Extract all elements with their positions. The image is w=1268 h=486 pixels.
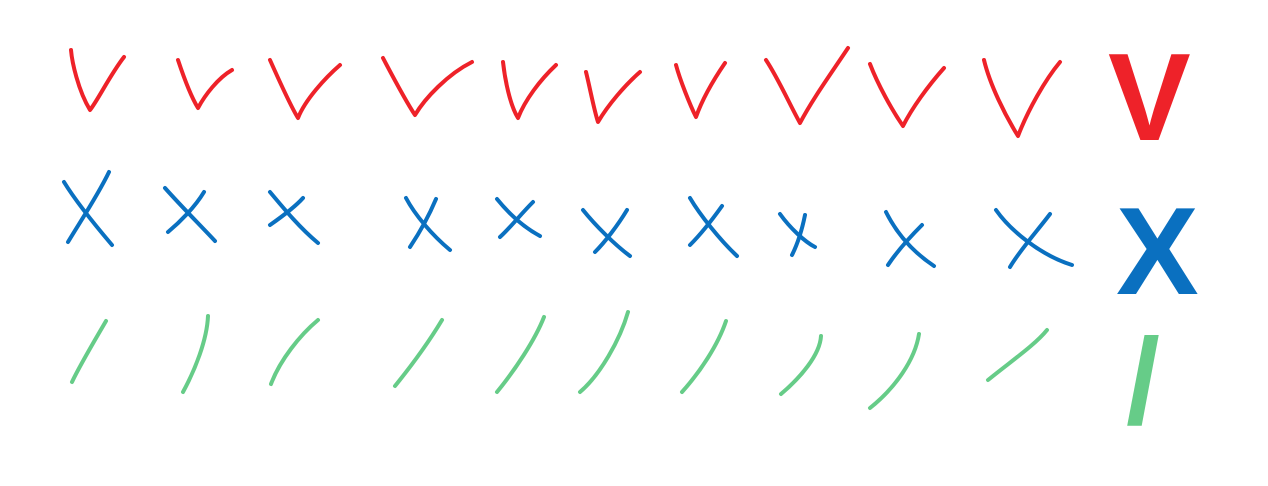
slash-stroke-7	[680, 319, 728, 394]
v-stroke-2	[176, 58, 234, 110]
x-stroke-6a	[581, 208, 632, 258]
slash-stroke-6	[578, 310, 630, 394]
slash-stroke-5	[495, 315, 546, 394]
slash-stroke-3	[269, 318, 320, 386]
slash-stroke-1	[70, 319, 108, 384]
handwritten-x-mark	[62, 170, 1074, 269]
x-stroke-5b	[498, 200, 535, 239]
v-stroke-1	[69, 48, 126, 112]
x-stroke-4b	[408, 197, 438, 249]
v-stroke-6	[584, 70, 642, 124]
slash-stroke-10	[986, 328, 1049, 382]
x-stroke-8a	[778, 212, 817, 249]
v-stroke-5	[501, 60, 558, 120]
x-stroke-2a	[163, 186, 217, 243]
x-stroke-7a	[688, 196, 739, 258]
reference-v-glyph: V	[1108, 29, 1191, 167]
x-stroke-7b	[688, 204, 724, 247]
handwritten-slash-mark	[70, 310, 1049, 410]
x-stroke-2b	[166, 190, 206, 234]
x-stroke-9b	[886, 223, 924, 267]
slash-stroke-8	[779, 334, 823, 396]
x-stroke-3a	[268, 190, 320, 245]
x-stroke-8b	[790, 213, 807, 257]
slash-stroke-2	[181, 314, 210, 394]
v-stroke-9	[868, 62, 946, 128]
slash-stroke-9	[868, 332, 921, 410]
v-stroke-10	[982, 58, 1062, 138]
v-stroke-4	[381, 56, 474, 117]
v-stroke-7	[674, 61, 727, 119]
reference-slash-glyph: /	[1126, 313, 1160, 449]
x-stroke-1b	[66, 170, 111, 244]
v-stroke-3	[268, 58, 342, 120]
x-stroke-6b	[593, 208, 629, 254]
handwritten-v-mark	[69, 46, 1062, 138]
x-stroke-10b	[1008, 212, 1052, 269]
slash-stroke-4	[393, 318, 444, 388]
v-stroke-8	[764, 46, 850, 125]
x-stroke-3b	[268, 196, 305, 227]
reference-x-glyph: X	[1116, 183, 1199, 321]
x-stroke-9a	[884, 210, 936, 268]
